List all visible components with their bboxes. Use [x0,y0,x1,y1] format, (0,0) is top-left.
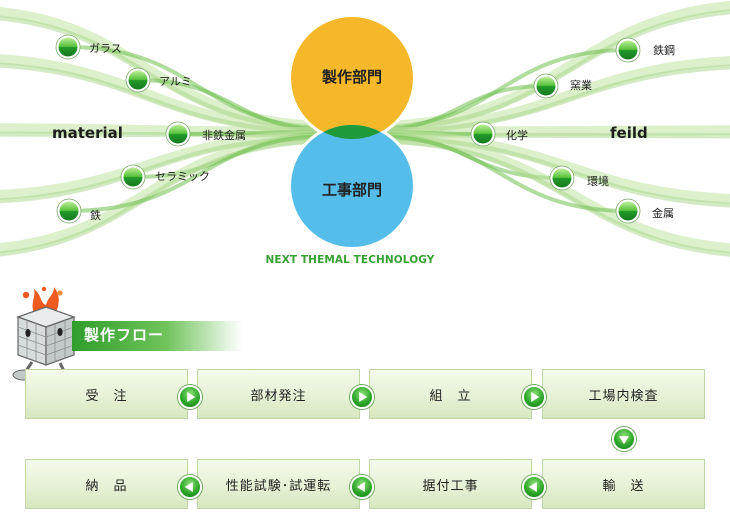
arrow-right-icon [178,385,202,409]
flow-step-transport: 輸 送 [542,459,705,509]
right-label-metal: 金属 [652,207,674,220]
green-dot-icon [123,167,143,187]
arrow-left-icon [522,475,546,499]
flow-step-performance-test: 性能試験･試運転 [197,459,360,509]
manufacturing-label: 製作部門 [321,68,382,86]
left-label-nonferrous: 非鉄金属 [202,129,246,142]
flow-step-order: 受 注 [25,369,188,419]
manufacturing-circle [291,17,413,139]
field-heading: feild [610,124,648,142]
green-dot-icon [59,201,79,221]
left-label-iron: 鉄 [90,209,101,222]
arrow-left-icon [178,475,202,499]
left-label-aluminum: アルミ [159,75,192,88]
flow-step-factory-inspection: 工場内検査 [542,369,705,419]
left-label-glass: ガラス [89,42,122,55]
flow-banner [72,321,242,351]
flow-step-parts-order: 部材発注 [197,369,360,419]
material-field-streams: 製作部門 工事部門 [0,0,730,257]
construction-label: 工事部門 [322,181,382,199]
green-dot-icon [168,124,188,144]
left-label-ceramic: セラミック [155,170,210,183]
arrow-down-icon [612,427,636,451]
flow-step-installation: 据付工事 [369,459,532,509]
arrow-right-icon [522,385,546,409]
arrow-left-icon [350,475,374,499]
green-dot-icon [473,124,493,144]
tagline: NEXT THEMAL TECHNOLOGY [265,254,435,266]
left-streams [0,7,337,257]
right-label-steel: 鉄鋼 [653,44,675,57]
construction-circle [291,125,413,247]
flow-step-delivery: 納 品 [25,459,188,509]
green-dot-icon [58,37,78,57]
green-dot-icon [618,201,638,221]
right-streams [367,0,730,257]
green-dot-icon [536,76,556,96]
arrow-right-icon [350,385,374,409]
green-dot-icon [552,168,572,188]
green-dot-icon [618,40,638,60]
green-dot-icon [128,70,148,90]
material-heading: material [52,124,123,142]
flow-step-assembly: 組 立 [369,369,532,419]
right-label-environment: 環境 [587,175,609,188]
right-label-chemistry: 化学 [506,129,528,142]
flow-title: 製作フロー [84,326,165,344]
right-label-ceramics-industry: 窯業 [570,79,592,92]
